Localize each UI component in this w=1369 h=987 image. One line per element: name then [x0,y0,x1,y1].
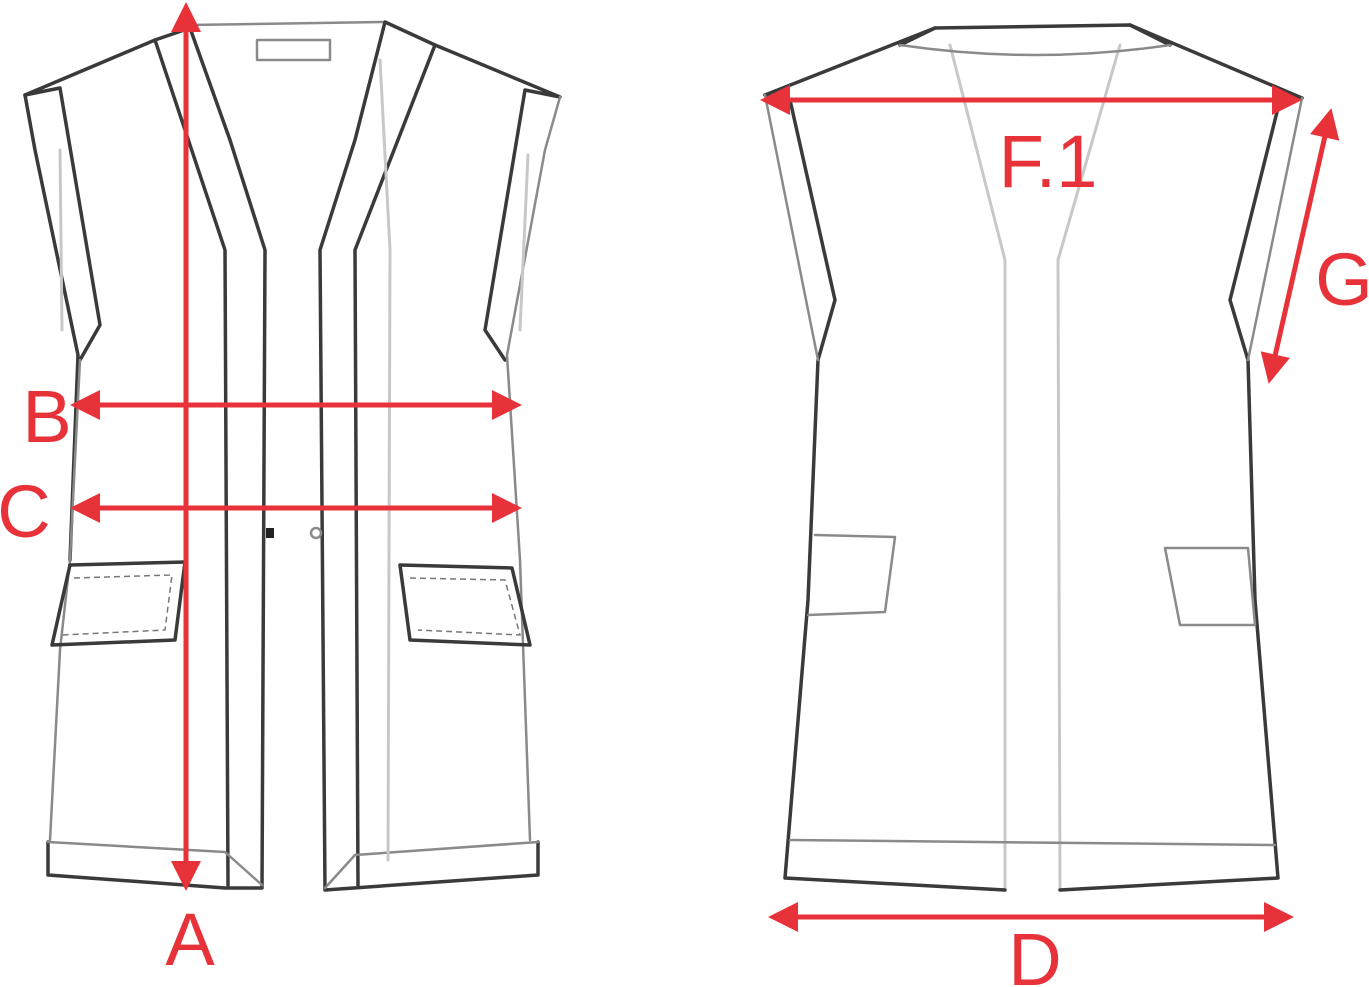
measurement-c: C [0,470,522,553]
back-right-pocket [1163,546,1257,627]
label-a: A [165,898,215,981]
arrow-g [1260,108,1340,384]
label-g: G [1315,238,1369,321]
hook-closure-icon [266,528,274,538]
measurement-d: D [768,902,1294,987]
label-b: B [22,375,71,458]
neck-label-tag [255,38,332,62]
measurement-g: G [1260,108,1369,384]
label-d: D [1008,918,1061,987]
eye-closure-icon [309,526,323,540]
back-left-pocket [806,533,897,617]
label-c: C [0,470,51,553]
front-view-vest [23,20,562,892]
front-right-pocket [398,563,532,647]
measurement-a: A [165,1,215,981]
label-f1: F.1 [999,120,1098,203]
measurement-b: B [22,375,522,458]
measurement-f1: F.1 [760,85,1302,203]
